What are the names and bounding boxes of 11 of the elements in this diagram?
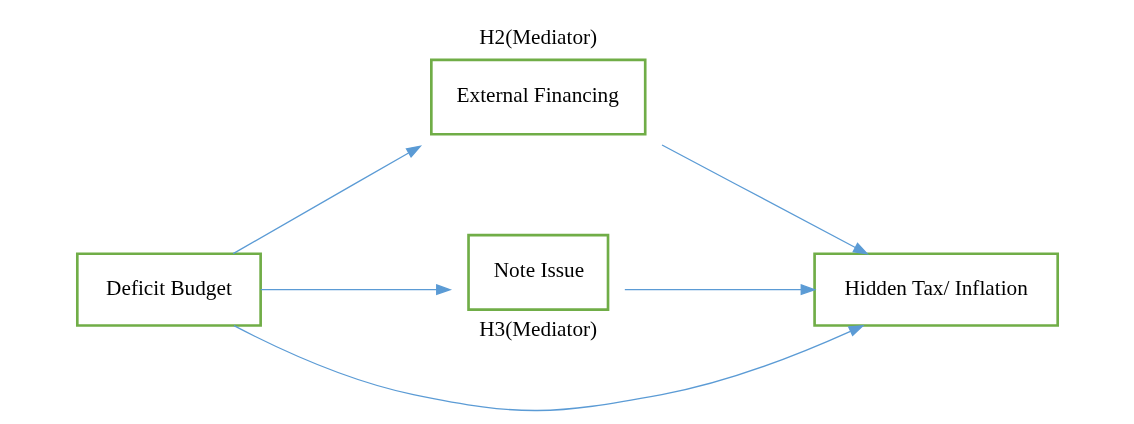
- node-box: Note Issue: [466, 233, 609, 311]
- arrow: [259, 284, 452, 296]
- node-box: Hidden Tax/ Inflation: [812, 252, 1059, 327]
- arrow: [623, 284, 817, 296]
- arrow: [232, 324, 865, 412]
- arrow: [660, 144, 869, 255]
- node-label: H3(Mediator): [478, 316, 597, 341]
- node-box: Deficit Budget: [75, 252, 262, 327]
- node-box: External Financing: [429, 58, 647, 136]
- arrow: [232, 145, 422, 255]
- node-label: H2(Mediator): [478, 24, 597, 49]
